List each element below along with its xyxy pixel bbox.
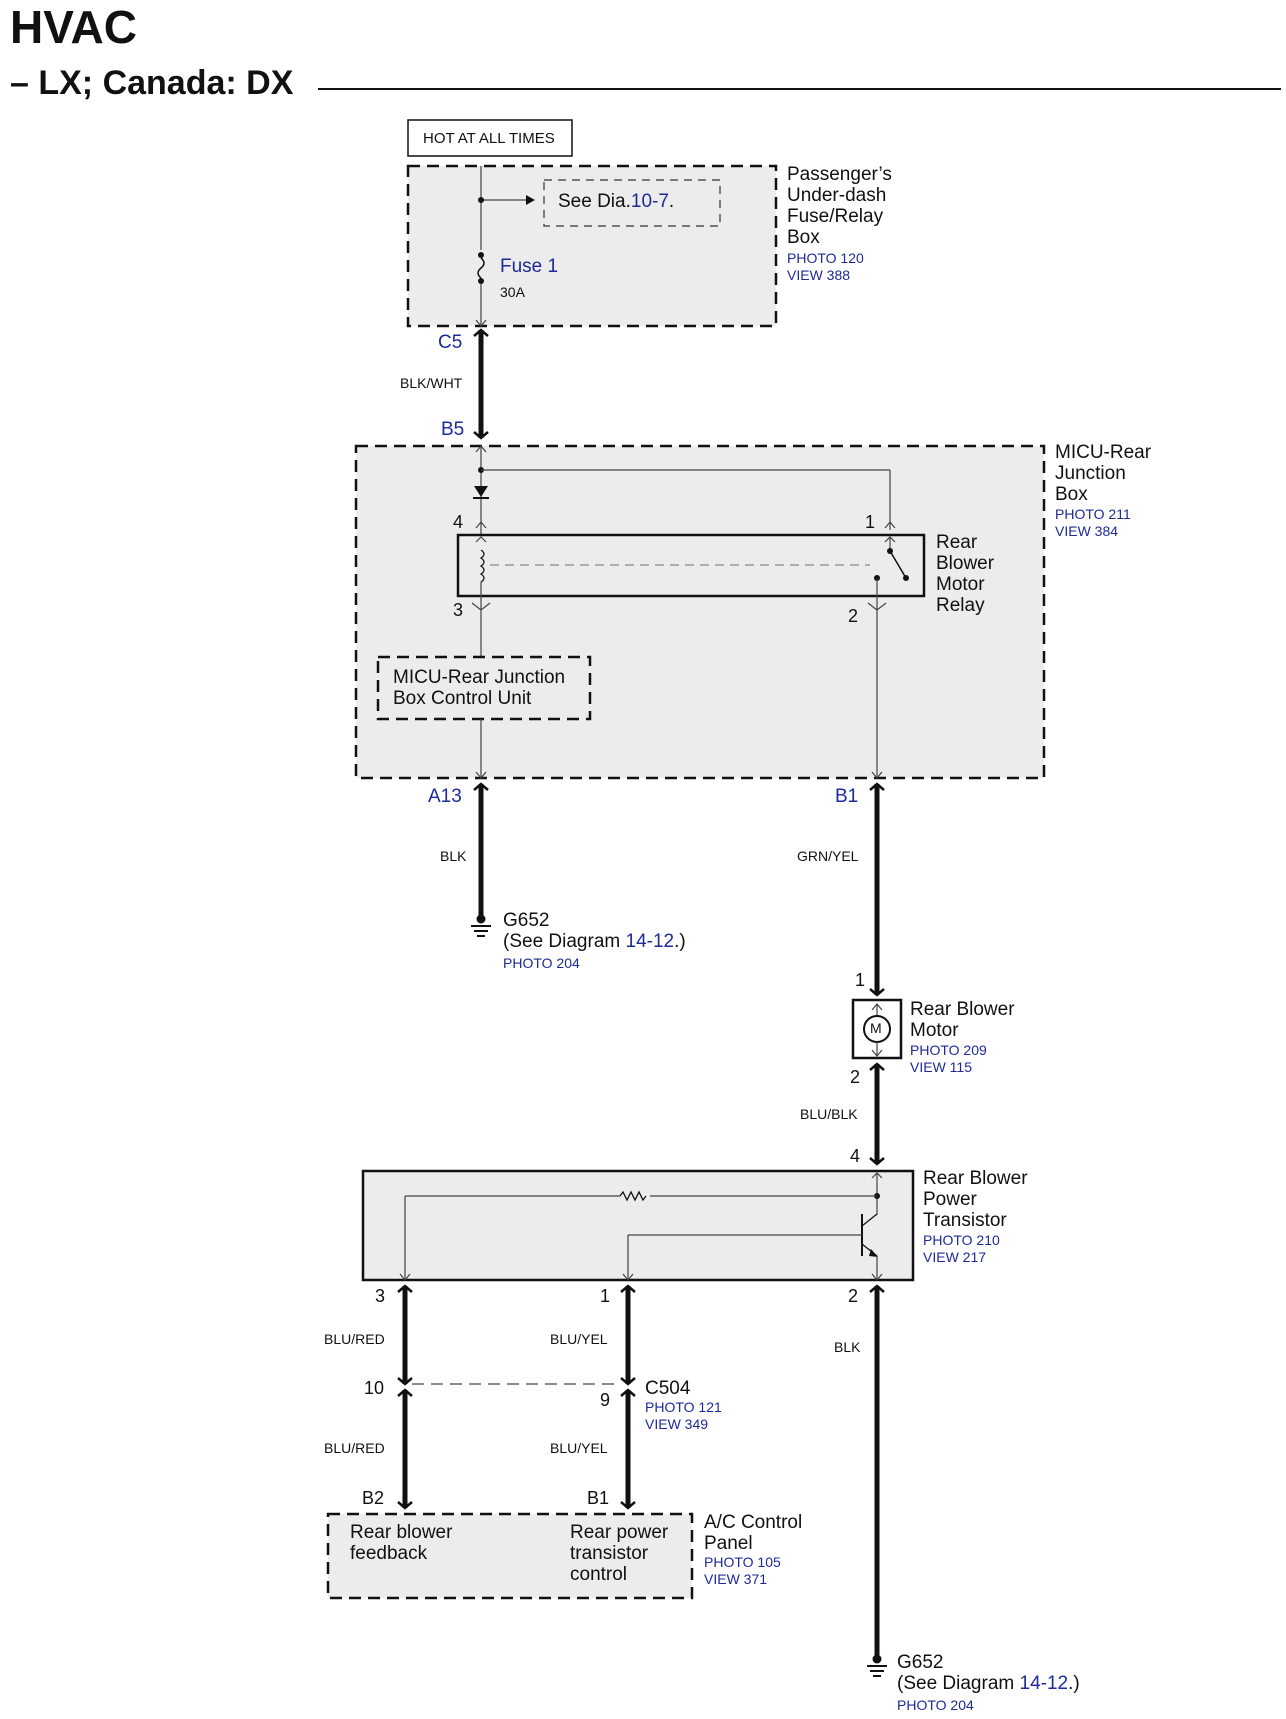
ground-1-see-link[interactable]: 14-12 bbox=[625, 931, 675, 952]
relay-pin-2: 2 bbox=[848, 606, 859, 626]
control-unit-name: MICU-Rear Junction Box Control Unit bbox=[393, 667, 566, 709]
ac-panel-conn-b2: B2 bbox=[362, 1488, 385, 1508]
diode-icon bbox=[474, 486, 488, 497]
hot-at-all-times-label: HOT AT ALL TIMES bbox=[423, 130, 555, 147]
ac-panel-outline bbox=[326, 1512, 694, 1600]
see-dia-box bbox=[543, 179, 721, 227]
connector-b5: B5 bbox=[441, 419, 465, 440]
transistor-outline bbox=[361, 1169, 915, 1282]
relay-pin-3: 3 bbox=[453, 600, 464, 620]
motor-photo-ref[interactable]: PHOTO 209 VIEW 115 bbox=[910, 1042, 987, 1075]
wire-color-label: BLU/YEL bbox=[550, 1440, 608, 1456]
ac-panel-right-label: Rear power transistor control bbox=[570, 1522, 669, 1585]
ac-panel-left-label: Rear blower feedback bbox=[350, 1522, 453, 1564]
relay-coil-icon bbox=[479, 549, 485, 583]
wire-color-label: BLU/BLK bbox=[800, 1106, 858, 1122]
relay-name: Rear Blower Motor Relay bbox=[936, 532, 995, 616]
c504-pin-9: 9 bbox=[600, 1390, 611, 1410]
motor-name: Rear Blower Motor bbox=[910, 999, 1015, 1041]
micu-name: MICU-Rear Junction Box bbox=[1055, 442, 1152, 505]
transistor-pin-1: 1 bbox=[600, 1286, 611, 1306]
fuse-box-name: Passenger’s Under-dash Fuse/Relay Box bbox=[787, 164, 892, 248]
page-subtitle: – LX; Canada: DX bbox=[10, 64, 294, 102]
ground-2-see-link[interactable]: 14-12 bbox=[1019, 1673, 1069, 1694]
wire-color-label: BLK bbox=[440, 848, 467, 864]
see-dia-link[interactable]: 10-7 bbox=[630, 191, 669, 212]
transistor-photo-ref[interactable]: PHOTO 210 VIEW 217 bbox=[923, 1232, 1000, 1265]
ground-2-label: G652 (See Diagram 14-12.) bbox=[897, 1652, 1080, 1694]
connector-a13: A13 bbox=[428, 786, 462, 807]
fuse-box-photo-ref[interactable]: PHOTO 120 VIEW 388 bbox=[787, 250, 864, 283]
connector-c5: C5 bbox=[438, 332, 463, 353]
transistor-name: Rear Blower Power Transistor bbox=[923, 1168, 1028, 1231]
c504-name: C504 bbox=[645, 1378, 691, 1399]
hot-at-all-times-box bbox=[407, 119, 573, 157]
ac-panel-name: A/C Control Panel bbox=[704, 1512, 803, 1554]
resistor-icon bbox=[619, 1190, 647, 1202]
see-dia-label: See Dia.10-7. bbox=[558, 191, 675, 212]
c504-pin-10: 10 bbox=[364, 1378, 385, 1398]
fuse-label: Fuse 1 bbox=[500, 256, 559, 277]
wire-color-label: GRN/YEL bbox=[797, 848, 859, 864]
transistor-pin-3: 3 bbox=[375, 1286, 386, 1306]
wire-color-label: BLU/RED bbox=[324, 1331, 385, 1347]
c504-photo-ref[interactable]: PHOTO 121 VIEW 349 bbox=[645, 1399, 722, 1432]
fuse-rating: 30A bbox=[500, 284, 525, 300]
motor-pin-2: 2 bbox=[850, 1067, 861, 1087]
motor-symbol: M bbox=[870, 1020, 882, 1036]
motor-pin-1: 1 bbox=[855, 970, 866, 990]
relay-switch-icon bbox=[889, 550, 907, 579]
ground-1-photo-ref[interactable]: PHOTO 204 bbox=[503, 955, 580, 971]
control-unit-outline bbox=[376, 655, 592, 721]
page-title: HVAC bbox=[10, 1, 137, 53]
wire-color-label: BLU/RED bbox=[324, 1440, 385, 1456]
arrow-icon bbox=[526, 195, 535, 205]
wire-color-label: BLU/YEL bbox=[550, 1331, 608, 1347]
wire-color-label: BLK bbox=[834, 1339, 861, 1355]
fuse-icon bbox=[477, 257, 485, 279]
ground-2-photo-ref[interactable]: PHOTO 204 bbox=[897, 1697, 974, 1713]
relay-pin-1: 1 bbox=[865, 512, 876, 532]
header-rule bbox=[318, 88, 1281, 90]
ac-panel-conn-b1: B1 bbox=[587, 1488, 610, 1508]
transistor-pin-4: 4 bbox=[850, 1146, 861, 1166]
relay-pin-4: 4 bbox=[453, 512, 464, 532]
transistor-pin-2: 2 bbox=[848, 1286, 859, 1306]
ground-1-label: G652 (See Diagram 14-12.) bbox=[503, 910, 686, 952]
micu-photo-ref[interactable]: PHOTO 211 VIEW 384 bbox=[1055, 506, 1131, 539]
ac-panel-photo-ref[interactable]: PHOTO 105 VIEW 371 bbox=[704, 1554, 781, 1587]
connector-b1: B1 bbox=[835, 786, 859, 807]
micu-outline bbox=[354, 444, 1046, 780]
wire-color-label: BLK/WHT bbox=[400, 375, 463, 391]
